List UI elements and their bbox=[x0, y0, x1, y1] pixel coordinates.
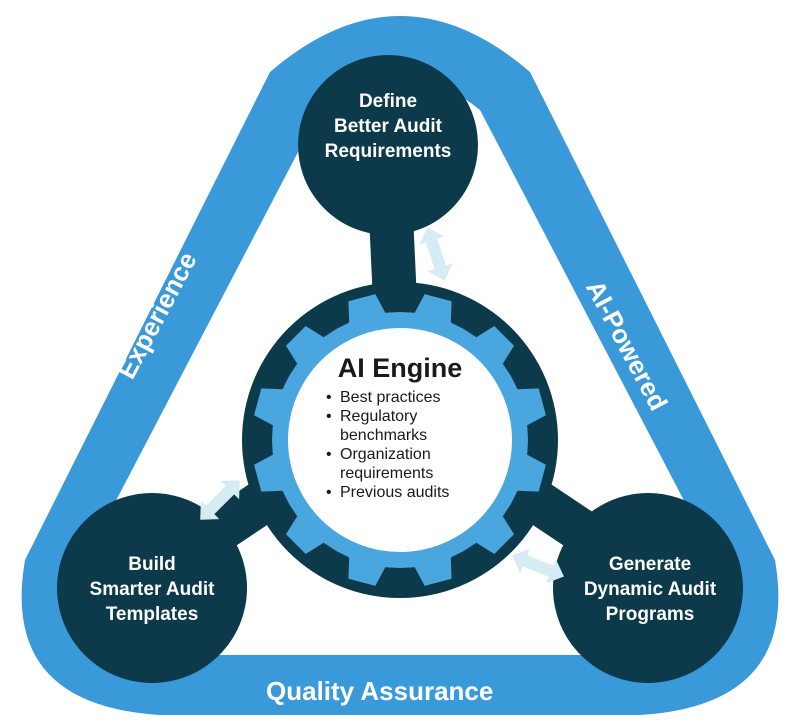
node-top-line-1: Define bbox=[358, 91, 418, 112]
node-right-label: Generate Dynamic Audit Programs bbox=[560, 552, 740, 627]
node-left-label: Build Smarter Audit Templates bbox=[62, 552, 242, 627]
node-top-line-2: Better Audit bbox=[333, 116, 443, 137]
node-left-circle bbox=[57, 493, 247, 683]
engine-item: Previous audits bbox=[326, 483, 500, 502]
arrow-top-icon bbox=[419, 227, 453, 281]
engine-item: Best practices bbox=[326, 388, 500, 407]
engine-list: Best practices Regulatory benchmarks Org… bbox=[326, 388, 500, 502]
node-right-line-1: Generate bbox=[608, 554, 692, 575]
node-left-line-3: Templates bbox=[105, 604, 199, 625]
node-right-line-3: Programs bbox=[605, 604, 695, 625]
arrow-right-icon bbox=[512, 548, 564, 584]
node-top-line-3: Requirements bbox=[324, 141, 452, 162]
node-left-line-2: Smarter Audit bbox=[89, 579, 215, 600]
engine-title: AI Engine bbox=[337, 353, 463, 383]
node-left-line-1: Build bbox=[128, 554, 176, 575]
arrow-left-icon bbox=[200, 480, 240, 520]
engine-item: Regulatory benchmarks bbox=[326, 407, 500, 445]
engine-panel: AI Engine Best practices Regulatory benc… bbox=[300, 352, 500, 502]
node-top-circle bbox=[298, 55, 478, 235]
engine-item: Organization requirements bbox=[326, 445, 500, 483]
node-right-circle bbox=[553, 493, 743, 683]
node-right-line-2: Dynamic Audit bbox=[583, 579, 717, 600]
node-top-label: Define Better Audit Requirements bbox=[298, 89, 478, 164]
frame-label-bottom: Quality Assurance bbox=[266, 676, 494, 706]
